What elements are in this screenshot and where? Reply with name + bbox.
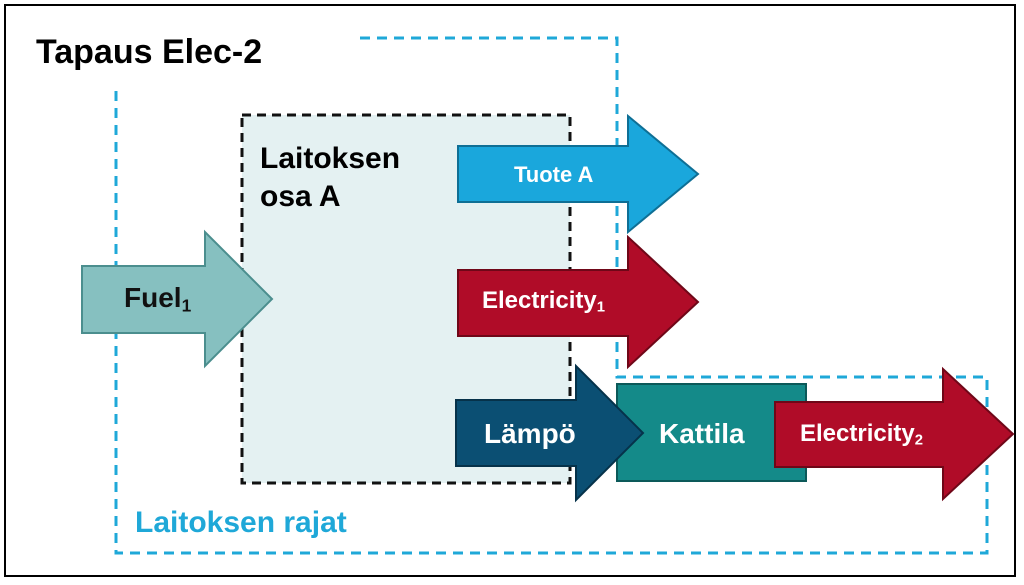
- heat-arrow: [455, 363, 645, 503]
- product-label: Tuote A: [514, 162, 594, 187]
- electricity1-label: Electricity1: [482, 287, 606, 316]
- fuel-arrow: [81, 229, 274, 369]
- plant-part-label: Laitoksen osa A: [260, 142, 401, 213]
- electricity1-arrow: [457, 234, 700, 370]
- electricity2-label: Electricity2: [800, 420, 924, 449]
- plant-boundary-line: [114, 36, 989, 555]
- diagram-frame: [4, 4, 1016, 577]
- fuel-label: Fuel1: [124, 282, 192, 316]
- heat-label: Lämpö: [484, 418, 576, 449]
- product-arrow: [457, 113, 700, 235]
- boiler-label: Kattila: [659, 418, 745, 449]
- diagram-title: Tapaus Elec-2: [36, 33, 263, 71]
- plant-boundary-label: Laitoksen rajat: [135, 506, 347, 539]
- electricity2-arrow: [774, 366, 1015, 502]
